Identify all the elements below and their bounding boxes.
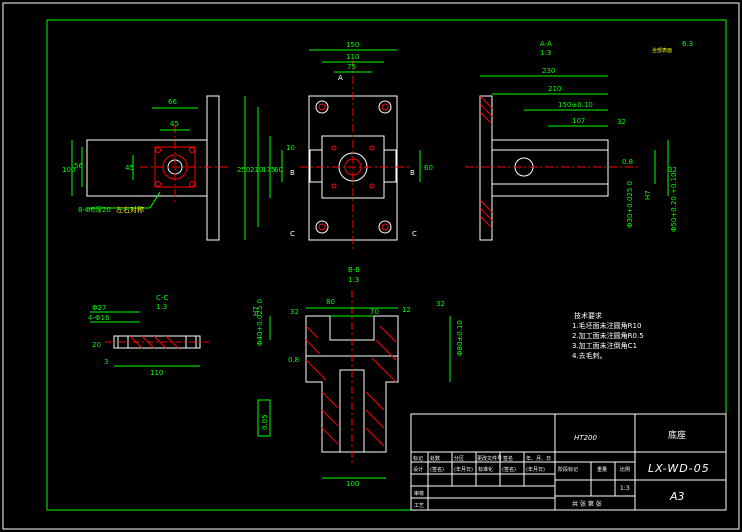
part-name: 底座 bbox=[668, 429, 686, 441]
dim-175: 175 bbox=[262, 166, 275, 174]
material: HT200 bbox=[574, 434, 597, 442]
corner-note: 全部表面 bbox=[652, 47, 672, 54]
tb-r1-5: 年、月、日 bbox=[526, 455, 551, 462]
rough-32a: 32 bbox=[617, 118, 626, 126]
tb-scale-label: 比例 bbox=[620, 466, 630, 473]
bb-70: 70 bbox=[370, 308, 379, 316]
tb-r2-2: (年月日) bbox=[454, 466, 473, 473]
rough-08: 0.8 bbox=[622, 158, 633, 166]
tb-r1-0: 标记 bbox=[413, 455, 423, 462]
front-view bbox=[244, 49, 421, 250]
dim-110: 110 bbox=[346, 53, 359, 61]
cc-view bbox=[90, 311, 210, 367]
dim-66: 66 bbox=[168, 98, 177, 106]
dim-150tol: 150±0.10 bbox=[558, 101, 593, 109]
tb-r2-3: 标准化 bbox=[478, 466, 493, 473]
cc-110: 110 bbox=[150, 369, 163, 377]
dim-45: 45 bbox=[170, 120, 179, 128]
bb-dia80: Φ80±0.10 bbox=[456, 320, 464, 356]
tb-r1-1: 处数 bbox=[430, 455, 440, 462]
bb-scale: 1:3 bbox=[348, 276, 359, 284]
tb-r2-0: 设计 bbox=[413, 466, 423, 473]
bb-view bbox=[257, 290, 451, 479]
drawing-no: LX-WD-05 bbox=[648, 462, 710, 475]
bb-title: B-B bbox=[348, 266, 360, 274]
bb-32a: 32 bbox=[290, 308, 299, 316]
dim-56: 56 bbox=[74, 162, 83, 170]
tb-r2-5: (年月日) bbox=[526, 466, 545, 473]
cc-dia27: Φ27 bbox=[92, 304, 106, 312]
section-b-left: B bbox=[290, 169, 295, 177]
dim-210b: 210 bbox=[548, 85, 561, 93]
section-b-right: B bbox=[410, 169, 415, 177]
dim-10: 10 bbox=[286, 144, 295, 152]
tech-requirements: 技术要求 1.毛坯面未注圆角R10 2.加工面未注圆角R0.5 3.加工面未注倒… bbox=[572, 311, 644, 360]
bb-h7: H7 bbox=[252, 306, 260, 316]
tb-r1-2: 分区 bbox=[454, 455, 464, 462]
h7-right: H7 bbox=[644, 190, 652, 200]
cc-3: 3 bbox=[104, 358, 108, 366]
dim-75: 75 bbox=[347, 63, 356, 71]
dim-100: 100 bbox=[62, 166, 75, 174]
tech-item-2: 2.加工面未注圆角R0.5 bbox=[572, 331, 644, 340]
bb-08: 0.8 bbox=[288, 356, 299, 364]
cc-scale: 1:3 bbox=[156, 303, 167, 311]
cc-title: C-C bbox=[156, 294, 168, 302]
tech-item-3: 3.加工面未注倒角C1 bbox=[572, 341, 637, 350]
bb-005: 0.05 bbox=[261, 414, 269, 430]
tech-title: 技术要求 bbox=[574, 311, 602, 320]
right-view-aa bbox=[465, 75, 669, 241]
tech-item-1: 1.毛坯面未注圆角R10 bbox=[572, 321, 641, 330]
hole-note: 8-Φ6深20 bbox=[78, 205, 111, 214]
sheet-size: A3 bbox=[669, 490, 685, 503]
dim-210: 210 bbox=[250, 166, 263, 174]
dia-30: Φ30+0.025 0 bbox=[626, 181, 634, 228]
tb-weight: 重量 bbox=[597, 466, 607, 473]
tb-r2-4: (签名) bbox=[502, 466, 516, 473]
tb-r2-1: (签名) bbox=[430, 466, 444, 473]
dim-150: 150 bbox=[346, 41, 359, 49]
bb-12: 12 bbox=[402, 306, 411, 314]
dim-60b: 60 bbox=[424, 164, 433, 172]
bb-80: 80 bbox=[326, 298, 335, 306]
inner-frame bbox=[46, 19, 727, 511]
cc-20: 20 bbox=[92, 341, 101, 349]
bb-32b: 32 bbox=[436, 300, 445, 308]
tb-process: 工艺 bbox=[414, 503, 424, 509]
tb-review: 审核 bbox=[414, 490, 424, 497]
tech-item-4: 4.去毛刺。 bbox=[572, 351, 607, 360]
bb-dia40: Φ40+0.025 0 bbox=[256, 299, 264, 346]
cc-holes: 4-Φ16 bbox=[88, 314, 110, 322]
dim-60: 60 bbox=[274, 166, 283, 174]
tb-scale-value: 1:3 bbox=[620, 485, 630, 492]
dim-230: 230 bbox=[542, 67, 555, 75]
left-view bbox=[71, 95, 228, 241]
tb-r1-4: 签名 bbox=[503, 455, 513, 462]
tb-r1-3: 更改文件号 bbox=[477, 455, 502, 462]
section-c-right: C bbox=[412, 230, 417, 238]
section-c-left: C bbox=[290, 230, 295, 238]
dim-107: 107 bbox=[572, 117, 585, 125]
aa-scale: 1:3 bbox=[540, 49, 551, 57]
tb-sheet-count: 共 张 第 张 bbox=[572, 500, 602, 508]
dim-45b: 45 bbox=[125, 164, 134, 172]
rough-32b: 32 bbox=[668, 166, 677, 174]
title-block bbox=[410, 413, 727, 511]
tb-stage: 阶段标记 bbox=[558, 466, 578, 473]
bb-100: 100 bbox=[346, 480, 359, 488]
section-a-label: A bbox=[338, 74, 343, 82]
dim-250: 250 bbox=[237, 166, 250, 174]
dia-50: Φ50+0.20 +0.10 bbox=[670, 172, 678, 232]
corner-rough: 6.3 bbox=[682, 40, 693, 48]
aa-title: A-A bbox=[540, 40, 552, 48]
symmetric-note: 左右对称 bbox=[116, 205, 144, 214]
